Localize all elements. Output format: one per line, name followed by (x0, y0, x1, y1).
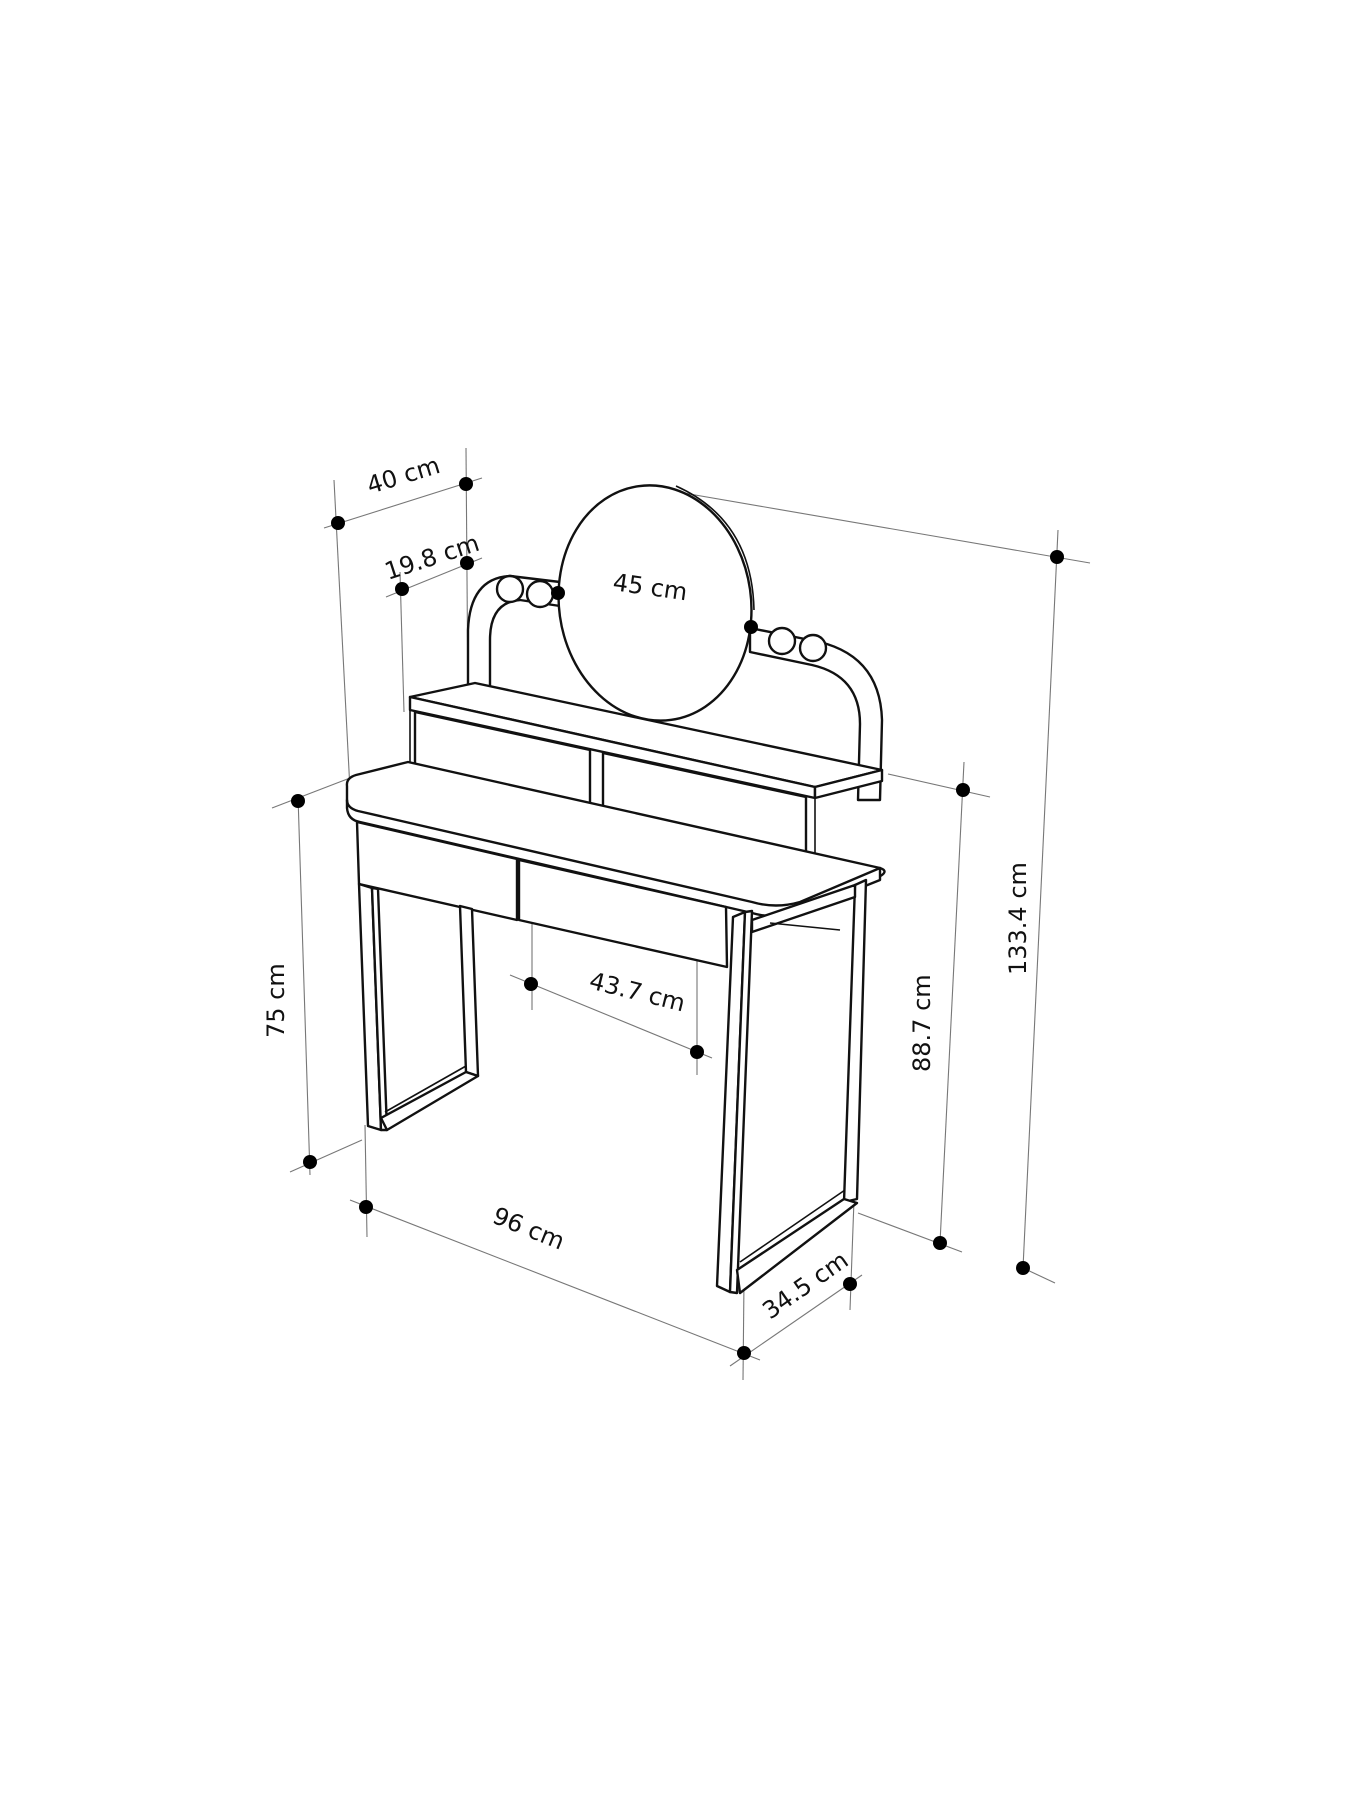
left-leg-frame (357, 882, 480, 1132)
dimension-dots (291, 477, 1064, 1360)
label-total-depth: 40 cm (364, 451, 444, 500)
right-leg-frame (715, 878, 868, 1295)
label-width: 96 cm (489, 1202, 569, 1256)
round-mirror (557, 484, 753, 722)
label-total-height: 133.4 cm (1004, 862, 1032, 975)
lower-drawer-right (517, 858, 729, 969)
label-table-height: 75 cm (262, 963, 290, 1038)
label-drawer-width: 43.7 cm (587, 967, 689, 1018)
bulbs (495, 574, 828, 663)
lower-drawer-left (355, 820, 519, 922)
furniture-drawing (345, 484, 886, 1295)
label-upper-shelf-height: 88.7 cm (908, 974, 936, 1072)
